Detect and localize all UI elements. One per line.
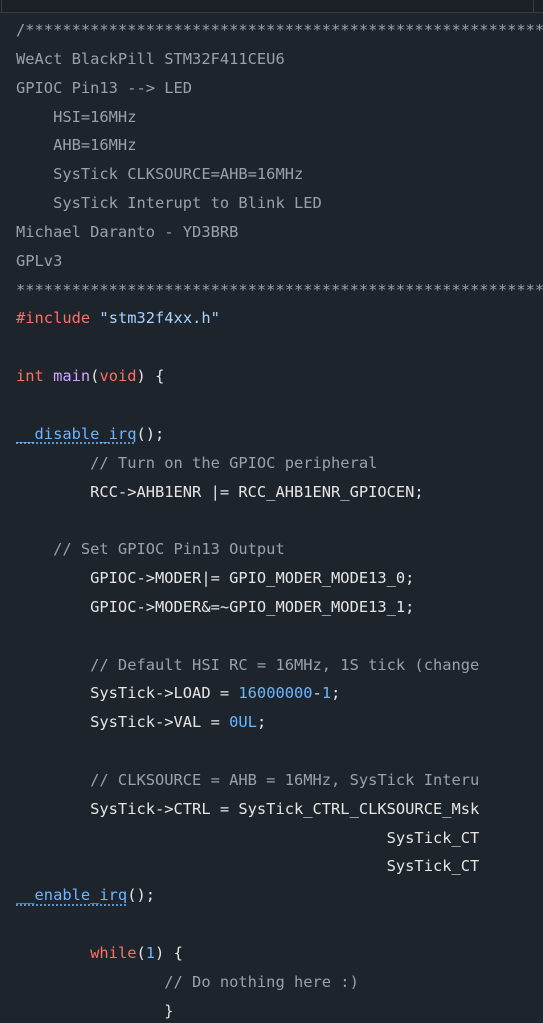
code-token: RCC->AHB1ENR |= RCC_AHB1ENR_GPIOCEN; [16, 482, 424, 501]
code-line: SysTick Interupt to Blink LED [16, 189, 543, 218]
code-line: GPLv3 [16, 247, 543, 276]
code-token: HSI=16MHz [16, 107, 137, 126]
code-line: // Do nothing here :) [16, 968, 543, 997]
code-token: // Do nothing here :) [16, 972, 359, 991]
code-token: void [99, 367, 137, 386]
top-frame-divider [0, 0, 543, 13]
code-token: } [16, 1001, 174, 1020]
code-line: RCC->AHB1ENR |= RCC_AHB1ENR_GPIOCEN; [16, 478, 543, 507]
code-token: // Turn on the GPIOC peripheral [16, 453, 378, 472]
code-line: GPIOC->MODER&=~GPIO_MODER_MODE13_1; [16, 593, 543, 622]
code-token: ; [256, 713, 267, 732]
code-line: GPIOC Pin13 --> LED [16, 74, 543, 103]
code-line: SysTick->CTRL = SysTick_CTRL_CLKSOURCE_M… [16, 795, 543, 824]
code-line: // Default HSI RC = 16MHz, 1S tick (chan… [16, 651, 543, 680]
code-token: "stm32f4xx.h" [99, 309, 220, 328]
code-token: 1 [145, 944, 156, 962]
code-line [16, 333, 543, 362]
code-token: (); [127, 886, 156, 905]
code-line [16, 506, 543, 535]
code-line [16, 910, 543, 939]
code-token: GPIOC Pin13 --> LED [16, 78, 193, 97]
frame-edge-right [533, 0, 534, 12]
code-line: #include "stm32f4xx.h" [16, 304, 543, 333]
code-line: /***************************************… [16, 16, 543, 45]
code-token: GPIOC->MODER&=~GPIO_MODER_MODE13_1; [16, 597, 415, 616]
code-token: ; [331, 684, 341, 703]
function-link[interactable]: __disable_irq [16, 424, 137, 443]
code-token: ( [136, 944, 146, 962]
code-token: 16000000 [238, 684, 313, 703]
code-token: #include [16, 309, 91, 328]
code-token [16, 944, 90, 962]
code-token: /***************************************… [16, 21, 543, 39]
code-token: // Set GPIOC Pin13 Output [16, 540, 285, 559]
frame-edge-left [1, 0, 2, 12]
code-token: ) { [136, 367, 165, 386]
code-token: ( [90, 367, 100, 386]
code-token: int [16, 367, 44, 386]
code-line: SysTick->LOAD = 16000000-1; [16, 679, 543, 708]
code-block[interactable]: /***************************************… [16, 16, 543, 1023]
code-line: while(1) { [16, 939, 543, 968]
code-line: __disable_irq(); [16, 420, 543, 449]
code-token: (); [136, 424, 165, 443]
code-token: 0UL [229, 713, 257, 732]
code-line: } [16, 997, 543, 1023]
code-token: SysTick Interupt to Blink LED [16, 194, 322, 213]
code-token: // CLKSOURCE = AHB = 16MHz, SysTick Inte… [16, 770, 480, 789]
code-token: SysTick->CTRL = SysTick_CTRL_CLKSOURCE_M… [16, 799, 480, 818]
code-line: // Turn on the GPIOC peripheral [16, 449, 543, 478]
code-line: WeAct BlackPill STM32F411CEU6 [16, 45, 543, 74]
code-line [16, 622, 543, 651]
code-token [44, 367, 53, 385]
code-line: // Set GPIOC Pin13 Output [16, 535, 543, 564]
code-line: int main(void) { [16, 362, 543, 391]
code-token: SysTick CLKSOURCE=AHB=16MHz [16, 165, 304, 184]
code-token: Michael Daranto - YD3BRB [16, 222, 239, 241]
code-token: SysTick->LOAD = [16, 684, 239, 703]
code-line: ****************************************… [16, 276, 543, 305]
code-token: SysTick->VAL = [16, 713, 230, 732]
code-token: SysTick_CT [16, 828, 480, 847]
code-token: 1 [321, 684, 332, 703]
code-token: - [312, 684, 322, 703]
code-token: GPIOC->MODER|= GPIO_MODER_MODE13_0; [16, 569, 415, 588]
function-link[interactable]: __enable_irq [16, 886, 128, 905]
code-line [16, 391, 543, 420]
code-line: SysTick->VAL = 0UL; [16, 708, 543, 737]
code-token: ****************************************… [16, 280, 543, 299]
code-token: SysTick_CT [16, 857, 480, 876]
code-token: GPLv3 [16, 251, 63, 270]
code-line: __enable_irq(); [16, 881, 543, 910]
code-line: // CLKSOURCE = AHB = 16MHz, SysTick Inte… [16, 766, 543, 795]
code-token: main [53, 367, 91, 386]
code-token: WeAct BlackPill STM32F411CEU6 [16, 49, 285, 68]
code-line [16, 737, 543, 766]
code-line: GPIOC->MODER|= GPIO_MODER_MODE13_0; [16, 564, 543, 593]
code-line: SysTick_CT [16, 852, 543, 881]
code-token: while [90, 944, 137, 962]
code-token: AHB=16MHz [16, 136, 137, 155]
code-line: Michael Daranto - YD3BRB [16, 218, 543, 247]
code-token: ) { [155, 944, 183, 962]
code-line: SysTick_CT [16, 824, 543, 853]
code-line: HSI=16MHz [16, 103, 543, 132]
code-line: SysTick CLKSOURCE=AHB=16MHz [16, 160, 543, 189]
code-token: // Default HSI RC = 16MHz, 1S tick (chan… [16, 655, 480, 674]
code-line: AHB=16MHz [16, 131, 543, 160]
